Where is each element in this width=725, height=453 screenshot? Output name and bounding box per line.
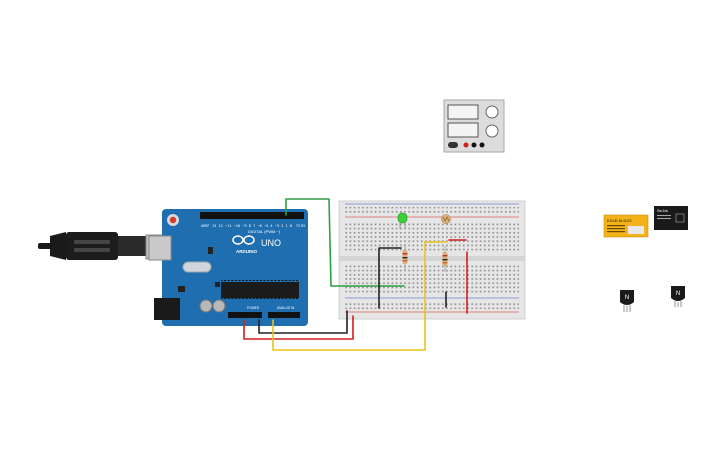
pin-numbers: 13 12 ~11 ~10 ~9 8 7 ~6 ~5 4 ~3 2 1 0 — [212, 224, 292, 228]
relay-black-label: Ssr1dc — [657, 209, 668, 213]
relay-module-label: KS2E-M-DC5 — [607, 218, 632, 223]
svg-text:ARDUINO: ARDUINO — [236, 249, 257, 254]
wires[interactable] — [243, 198, 468, 351]
power-label: POWER — [247, 306, 260, 310]
wire-black-1 — [258, 310, 348, 334]
svg-text:N: N — [625, 295, 629, 301]
relay-icon[interactable]: Ssr1dc — [654, 206, 688, 230]
wire-black-2 — [378, 247, 402, 309]
reset-button[interactable] — [169, 216, 177, 224]
resistor-icon[interactable] — [442, 246, 448, 272]
atmega-chip — [221, 282, 299, 298]
rx-label: RX — [301, 224, 306, 228]
model-label: UNO — [261, 238, 281, 248]
analog-label: ANALOG IN — [277, 306, 295, 310]
transistor-icon[interactable]: N — [671, 286, 685, 307]
arduino-uno-board[interactable]: 13 12 ~11 ~10 ~9 8 7 ~6 ~5 4 ~3 2 1 0 DI… — [148, 209, 308, 326]
led-icon[interactable] — [397, 212, 408, 229]
power-supply-icon[interactable] — [443, 99, 505, 153]
breadboard[interactable] — [338, 200, 526, 320]
resistor-icon[interactable] — [402, 244, 408, 270]
wire-red-1 — [243, 315, 354, 340]
wire-green — [285, 198, 405, 287]
svg-text:N: N — [676, 291, 680, 297]
relay-icon[interactable]: KS2E-M-DC5 — [603, 214, 649, 238]
digital-label: DIGITAL (PWM ~) — [248, 229, 281, 234]
photoresistor-icon[interactable] — [441, 214, 451, 224]
aref-label: AREF — [201, 224, 210, 228]
arduino-logo: ARDUINO UNO — [232, 235, 281, 254]
wire-yellow — [272, 241, 447, 351]
transistor-icon[interactable]: N — [620, 290, 634, 312]
tx-label: TX — [296, 224, 301, 228]
